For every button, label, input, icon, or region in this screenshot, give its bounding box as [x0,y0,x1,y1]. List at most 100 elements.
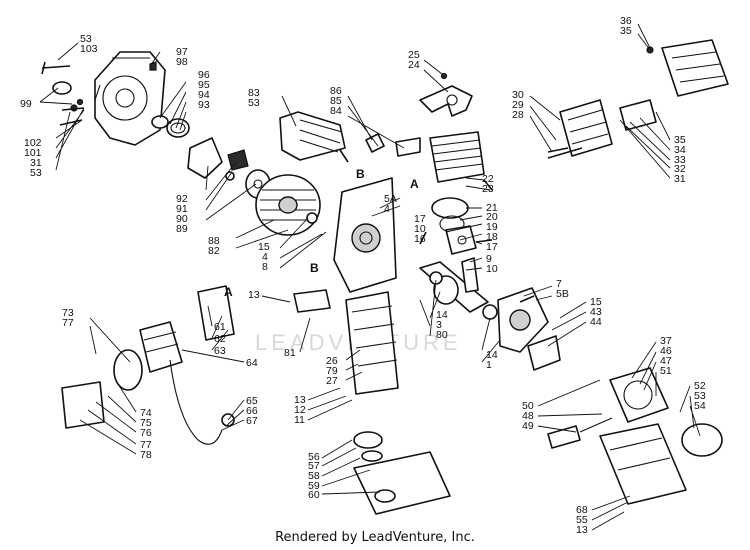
part-number-label: 4 [262,251,268,263]
part-number-label: 103 [80,43,98,55]
part-number-label: 36 [620,15,632,27]
part-number-label: 17 [414,213,426,225]
part-number-label: 83 [248,87,260,99]
part-number-label: 51 [660,365,672,377]
part-number-label: 35 [620,25,632,37]
part-number-label: 44 [590,316,602,328]
part-number-label: 14 [486,349,498,361]
part-number-label: 16 [414,233,426,245]
part-number-label: 77 [140,439,152,451]
starter-cover-plate [681,423,723,457]
part-number-label: 20 [486,211,498,223]
part-number-label: 61 [214,321,226,333]
part-number-label: 92 [176,193,188,205]
part-number-label: 37 [660,335,672,347]
part-number-label: 30 [512,89,524,101]
flywheel [255,174,321,236]
part-number-label: 31 [674,173,686,185]
part-number-label: 18 [486,231,498,243]
air-filter-cover [61,381,105,429]
part-number-label: 84 [330,105,342,117]
part-number-label: 48 [522,410,534,422]
part-number-label: 10 [414,223,426,235]
part-number-label: 99 [20,98,32,110]
view-letter-b: B [356,167,365,181]
part-number-label: 96 [198,69,210,81]
part-number-label: 50 [522,400,534,412]
part-number-label: 53 [30,167,42,179]
clutch-assembly [187,137,271,199]
part-number-label: 22 [482,173,494,185]
intake-plate [197,285,235,341]
part-number-label: 90 [176,213,188,225]
part-number-label: 58 [308,470,320,482]
part-number-label: 82 [208,245,220,257]
part-number-label: 8 [262,261,268,273]
part-number-label: 52 [694,380,706,392]
part-number-label: 13 [576,524,588,536]
part-number-label: 85 [330,95,342,107]
part-number-label: 81 [284,347,296,359]
part-number-label: 13 [294,394,306,406]
part-number-label: 77 [62,317,74,329]
bearing-b [482,304,498,320]
part-number-label: 93 [198,99,210,111]
part-number-label: 97 [176,46,188,58]
part-number-label: 53 [248,97,260,109]
shroud-screw [440,72,448,80]
part-number-label: 60 [308,489,320,501]
oil-deflector [527,335,561,371]
part-number-label: 23 [482,183,494,195]
bracket-b [293,289,331,313]
part-number-label: 29 [512,99,524,111]
part-number-label: 88 [208,235,220,247]
fuel-cap [353,431,383,462]
part-number-label: 15 [590,296,602,308]
carburetor [139,321,183,373]
part-number-label: 5B [556,288,569,300]
part-number-label: 79 [326,365,338,377]
part-number-label: 94 [198,89,210,101]
starter-handle [547,425,581,449]
part-number-label: 63 [214,345,226,357]
part-number-label: 25 [408,49,420,61]
part-number-label: 57 [308,460,320,472]
part-number-label: 91 [176,203,188,215]
seal-ring [519,295,535,303]
part-number-label: 68 [576,504,588,516]
part-number-label: 102 [24,137,42,149]
part-number-label: 75 [140,417,152,429]
part-number-label: 78 [140,449,152,461]
part-number-label: 80 [436,329,448,341]
cylinder-shroud [419,85,473,117]
piston-pin [475,239,493,243]
part-number-label: 74 [140,407,152,419]
part-number-label: 4 [384,203,390,215]
part-number-label: 31 [30,157,42,169]
part-number-label: 24 [408,59,420,71]
fuel-line [169,359,223,445]
air-filter-base [113,349,143,391]
part-number-label: 17 [486,241,498,253]
part-number-label: 66 [246,405,258,417]
part-number-label: 101 [24,147,42,159]
crankcase-right [497,287,549,353]
part-number-label: 7 [556,278,562,290]
part-number-label: 53 [80,33,92,45]
part-number-label: 56 [308,451,320,463]
part-number-label: 59 [308,480,320,492]
mount-bracket [599,423,687,505]
starter-rope [579,417,613,433]
spark-plug [395,137,421,157]
part-number-label: 10 [486,263,498,275]
crankshaft [419,257,489,313]
part-number-label: 21 [486,202,498,214]
part-number-label: 1 [486,359,492,371]
part-number-label: 62 [214,333,226,345]
part-number-label: 11 [294,414,305,426]
part-number-label: 15 [258,241,270,253]
part-number-label: 98 [176,56,188,68]
part-number-label: 65 [246,395,258,407]
view-letter-b-2: B [310,261,319,275]
part-number-label: 5A [384,193,397,205]
